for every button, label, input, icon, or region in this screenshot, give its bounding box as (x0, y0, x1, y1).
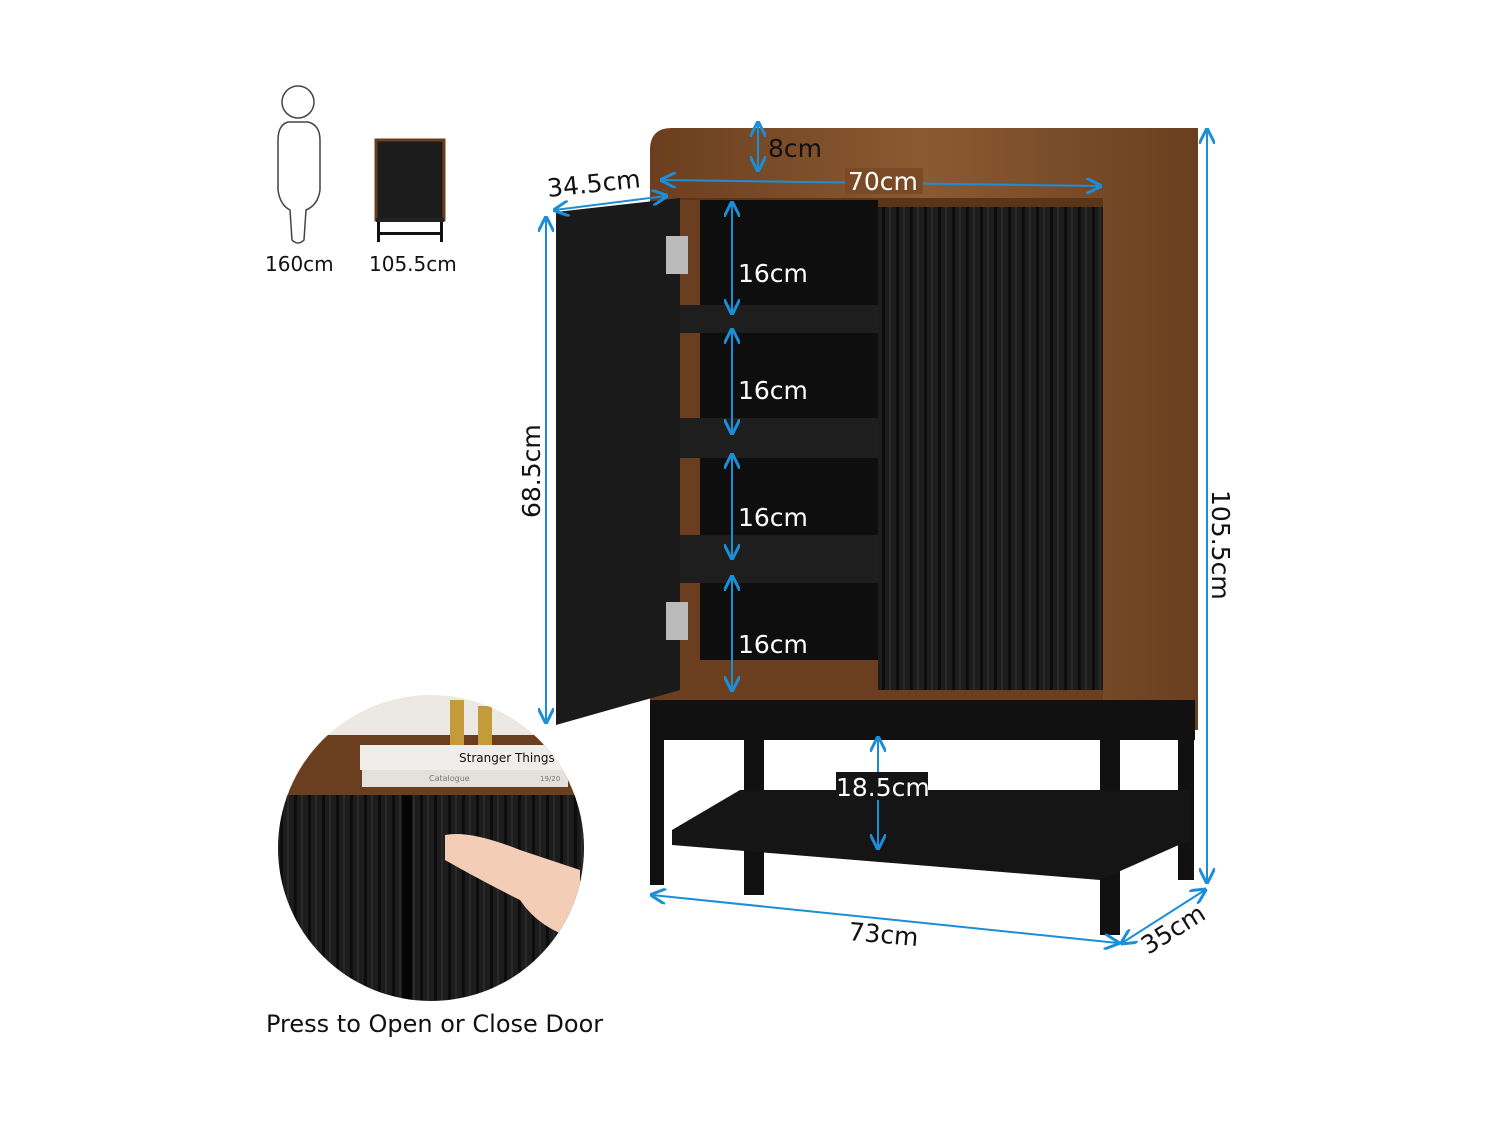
detail-inset: Stranger Things Catalogue 19/20 (278, 695, 584, 1001)
shelf-height-1: 16cm (738, 259, 808, 288)
top-rail-height-label: 8cm (768, 134, 822, 163)
shelf-height-4: 16cm (738, 630, 808, 659)
book-subtitle: Catalogue (429, 774, 470, 783)
hinge-bottom (666, 602, 688, 640)
person-height-label: 160cm (265, 252, 334, 276)
total-height-label: 105.5cm (1206, 490, 1235, 600)
fluted-door-right (878, 207, 1103, 720)
bottom-clearance-label: 18.5cm (836, 773, 930, 802)
hinge-top (666, 236, 688, 274)
open-door-left (556, 198, 680, 725)
cabinet-height-label: 105.5cm (369, 252, 457, 276)
inner-width-label: 70cm (848, 167, 918, 196)
shelf-height-2: 16cm (738, 376, 808, 405)
inset-caption: Press to Open or Close Door (266, 1010, 604, 1038)
shelf-height-3: 16cm (738, 503, 808, 532)
candle-holder (450, 700, 464, 745)
book-number: 19/20 (540, 775, 560, 783)
person-silhouette-icon (277, 85, 321, 244)
dimension-lines (546, 123, 1207, 943)
cabinet-thumbnail-icon (374, 138, 446, 242)
total-depth-label: 35cm (1136, 898, 1211, 960)
top-depth-label: 34.5cm (546, 164, 642, 203)
hand (445, 834, 580, 940)
book-title: Stranger Things (459, 751, 555, 765)
total-width-label: 73cm (847, 917, 919, 952)
door-height-label: 68.5cm (517, 424, 546, 518)
cabinet (556, 128, 1198, 935)
